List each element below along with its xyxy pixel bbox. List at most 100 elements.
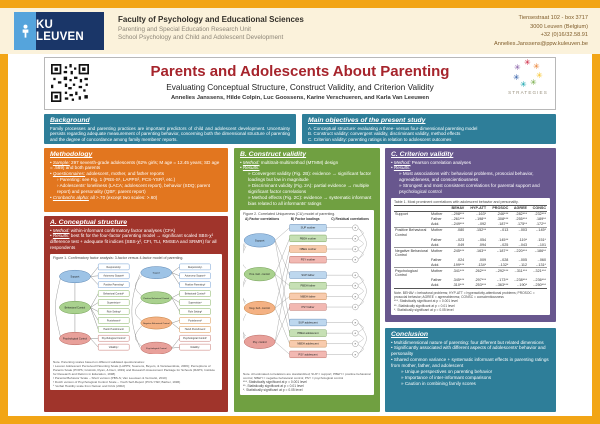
criterion-section: C. Criterion validity Method: Pearson co… [385, 148, 556, 322]
table-row: Adol. .310*** .253*** -.363*** -.190* -.… [394, 282, 547, 289]
svg-text:Negative Behavioral Control: Negative Behavioral Control [143, 322, 170, 325]
table1-sig-levels: ***. Statistically significant at p = 0.… [394, 299, 547, 312]
correlation-table: BEHAV HYP-ATT PROSOC AGREE CONSC Support [394, 204, 547, 289]
svg-text:Behavioral Control²: Behavioral Control² [185, 293, 206, 296]
table-body: Support Mother -.298*** -.163* .246*** .… [394, 210, 547, 289]
table-row: Father -.023 -.054 .145** .119* .151* [431, 237, 546, 242]
figure1-note-line: ¹ Leuven Adolescent Perceived Parenting … [53, 364, 215, 377]
figure1-note-line: ² Parental Behavior Scale – Short versio… [53, 376, 167, 381]
figure2-col-a: A) Factor correlations [245, 216, 280, 221]
poster-subtitle: Evaluating Conceptual Structure, Constru… [166, 82, 434, 92]
svg-text:Positive Parenting²: Positive Parenting² [104, 284, 124, 287]
criterion-result-item: Strongest and most consistent correlatio… [391, 183, 550, 195]
svg-text:e: e [355, 248, 357, 251]
svg-text:Autonomy Support¹: Autonomy Support¹ [103, 275, 124, 278]
objective-item: A. Conceptual structure: evaluating a th… [308, 125, 478, 131]
conclusion-sub-bullet: Unique perspectives on parenting behavio… [391, 369, 550, 375]
conclusion-bullet: Shared common variance + systematic info… [391, 357, 550, 369]
svg-text:Responsivity¹: Responsivity¹ [188, 266, 203, 269]
svg-text:Neg. beh. control: Neg. beh. control [249, 305, 270, 309]
svg-text:Rule Setting²: Rule Setting² [107, 310, 121, 313]
qr-code [51, 64, 89, 102]
sedes-icon [14, 12, 36, 50]
column-header: CONSC [528, 204, 547, 212]
strategies-logo: ✳ ✳ ✳ ✳ ✳ ✳ ✳ STRATEGIES [503, 58, 553, 96]
construct-result-item: Convergent validity (Fig. 2B): evidence … [240, 171, 374, 183]
column-header: PROSOC [487, 204, 510, 212]
construct-result-item: Method effects (Fig. 2C): evidence → sys… [240, 195, 374, 207]
table-row: Father .345*** .297*** -.173** -.238*** … [431, 278, 546, 283]
svg-text:NBEH father: NBEH father [300, 294, 315, 298]
svg-text:Psychological Control: Psychological Control [63, 337, 87, 340]
svg-text:Volatility⁴: Volatility⁴ [109, 345, 119, 349]
contact-info: Tiensestraat 102 - box 3717 3000 Leuven … [494, 14, 588, 49]
sig-level-line: *. Statistically significant at p = 0.05… [394, 308, 454, 313]
criterion-method: Method: Pearson correlation analyses [391, 160, 550, 166]
svg-text:SUP adolescent: SUP adolescent [298, 320, 317, 324]
svg-text:PSY father: PSY father [301, 305, 314, 309]
figure2-sig-levels: ***. Statistically significant at p = 0.… [243, 380, 371, 393]
objective-item: B. Construct validity: convergent validi… [308, 131, 461, 137]
criterion-results-list: Most associations with: behavioral probl… [391, 171, 550, 195]
svg-text:Psychological Control³: Psychological Control³ [183, 337, 207, 340]
conclusion-sub-bullets: Unique perspectives on parenting behavio… [391, 369, 550, 387]
svg-text:e: e [355, 342, 357, 345]
figure2-col-c: C) Residual correlations [331, 216, 369, 221]
table-row: Adol. -.249*** -.092 .187** .175** .172*… [431, 222, 546, 227]
svg-text:Psychological Control: Psychological Control [146, 347, 167, 350]
figure1-notes: Note. Parenting scales based on differen… [53, 360, 219, 388]
column-header: BEHAV [447, 204, 466, 212]
faculty-block: Faculty of Psychology and Educational Sc… [118, 15, 304, 41]
column-header: HYP-ATT [465, 204, 488, 212]
content-area: Parents and Adolescents About Parenting … [8, 54, 592, 416]
conclusion-bullet: Significantly associated with different … [391, 345, 550, 357]
table-row: Adol. .199*** .134* -.132* -.112 -.131* [431, 262, 546, 267]
construct-section: B. Construct validity Method: multitrait… [234, 148, 380, 412]
table-row: Negative Behavioral Control Mother .245*… [394, 247, 547, 258]
figure2-column-headers: A) Factor correlations B) Factor loading… [245, 217, 369, 221]
svg-text:Support: Support [255, 238, 265, 242]
svg-text:PBEH adolescent: PBEH adolescent [297, 331, 318, 335]
conceptual-section: A. Conceptual structure Method: within-i… [44, 216, 228, 412]
svg-text:Support: Support [71, 275, 80, 278]
fig2-factor-ovals: Support Pos. beh. control Neg. beh. cont… [243, 232, 276, 349]
svg-text:Supervision¹: Supervision¹ [107, 301, 121, 304]
svg-text:Punishment²: Punishment² [188, 319, 202, 322]
svg-text:e: e [355, 284, 357, 287]
svg-text:Support: Support [153, 272, 161, 275]
sig-level-line: **. Statistically significant at p = 0.0… [243, 383, 304, 388]
header-band: KU LEUVEN Faculty of Psychology and Educ… [0, 8, 600, 54]
figure2-diagram: Support Pos. beh. control Neg. beh. cont… [236, 223, 367, 358]
fig2-correlation-arcs [236, 242, 247, 339]
svg-text:Harsh Punishment²: Harsh Punishment² [103, 328, 124, 331]
svg-text:PSY mother: PSY mother [301, 257, 316, 261]
figure2-caption: Figure 2. Correlated Uniqueness (CU) mod… [243, 211, 336, 216]
table-row: Adol. .049 .094 -.025 -.043 -.101 [431, 242, 546, 247]
criterion-heading: C. Criterion validity [391, 151, 454, 158]
svg-text:e: e [355, 295, 357, 298]
construct-heading: B. Construct validity [240, 151, 307, 158]
svg-text:Psy. control: Psy. control [253, 339, 267, 343]
table1-note: Note. BEHAV = behavioral problems; HYP-A… [394, 290, 535, 299]
table-row: Father .024 .009 -.028 -.005 -.060 [431, 257, 546, 262]
methodology-questionnaires: Questionnaires: adolescent, mother, and … [50, 171, 222, 177]
contact-city: 3000 Leuven (Belgium) [530, 23, 588, 30]
figure1-caption: Figure 1. Confirmatory factor analysis: … [53, 256, 184, 260]
objectives-list: A. Conceptual structure: evaluating a th… [308, 126, 550, 144]
faculty-unit: Parenting and Special Education Research… [118, 25, 252, 33]
svg-text:PBEH father: PBEH father [300, 283, 315, 287]
svg-text:Positive Parenting²: Positive Parenting² [185, 284, 205, 287]
sig-level-line: ***. Statistically significant at p = 0.… [394, 299, 458, 304]
title-panel: Parents and Adolescents About Parenting … [44, 57, 556, 110]
svg-text:Harsh Punishment²: Harsh Punishment² [185, 328, 206, 331]
column-header: AGREE [509, 204, 529, 212]
strategies-icon: ✳ ✳ ✳ ✳ ✳ ✳ ✳ [513, 58, 543, 89]
figure2-note: Note. All estimated correlations are sta… [243, 371, 371, 380]
table-row: Positive Behavioral Control Mother .080 … [394, 226, 547, 238]
methodology-section: Methodology Sample: 297 seventh-grade ad… [44, 148, 228, 212]
svg-text:NBEH adolescent: NBEH adolescent [297, 341, 318, 345]
figure1-note-line: ³ Dutch version of Psychological Control… [53, 380, 181, 385]
table-row: Support Mother -.298*** -.163* .246*** .… [394, 210, 547, 217]
methodology-parenting: Parenting: see Fig. 1 (PBS-S¹, LAPPS², P… [50, 177, 222, 183]
